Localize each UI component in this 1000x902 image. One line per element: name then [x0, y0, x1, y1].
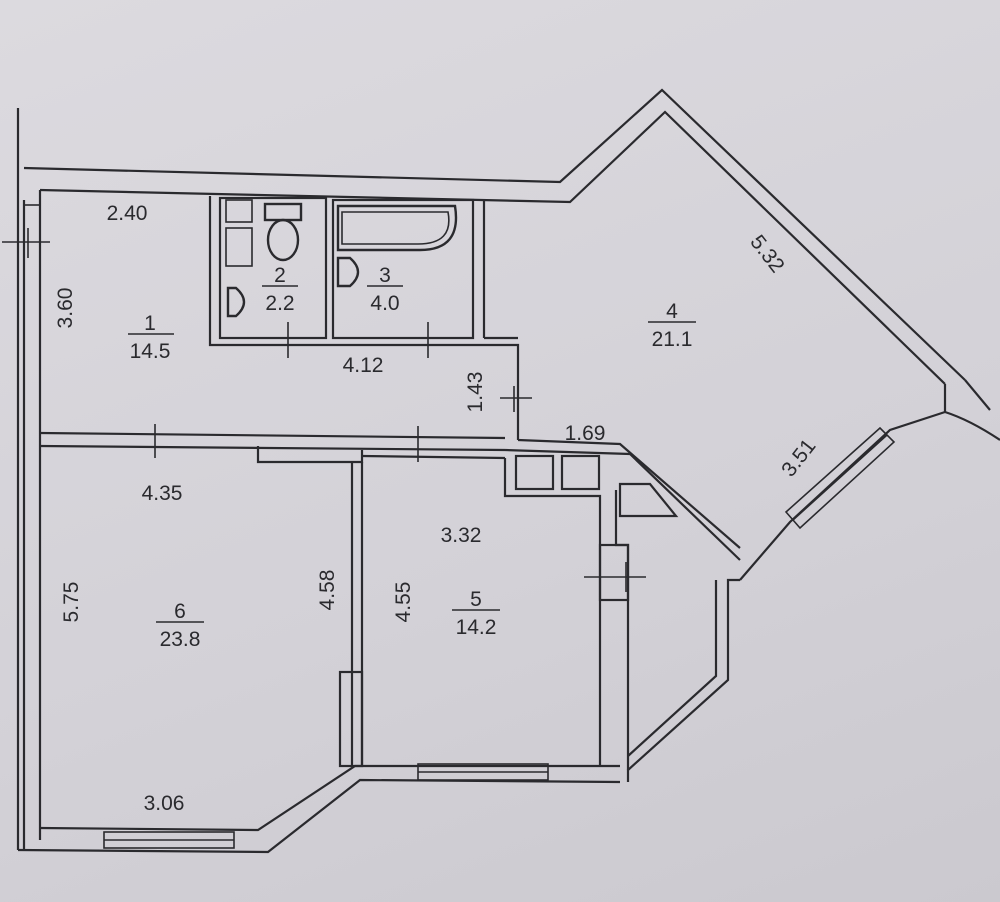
dimension-label: 1.43 — [464, 372, 487, 413]
dimension-label: 5.32 — [745, 231, 788, 277]
bathroom-fixtures — [225, 199, 458, 318]
dimension-label: 1.69 — [565, 422, 606, 445]
room-label-3: 3 4.0 — [367, 264, 403, 315]
dimension-label: 2.40 — [107, 202, 148, 225]
room-number: 5 — [470, 588, 482, 611]
dimension-label: 3.06 — [144, 792, 185, 815]
dimension-label: 4.55 — [392, 582, 415, 623]
room-area: 2.2 — [265, 292, 294, 315]
dimension-label: 5.75 — [60, 582, 83, 623]
room-label-6: 6 23.8 — [156, 600, 204, 651]
room-labels: 1 14.5 2 2.2 3 4.0 4 21.1 5 14.2 6 23.8 — [128, 264, 696, 651]
room-area: 14.5 — [130, 340, 171, 363]
dimension-label: 4.58 — [316, 570, 339, 611]
dimension-label: 4.35 — [142, 482, 183, 505]
room-label-5: 5 14.2 — [452, 588, 500, 639]
dimension-label: 4.12 — [343, 354, 384, 377]
door-marks — [2, 228, 646, 592]
interior-walls — [39, 196, 741, 770]
dimension-label: 3.60 — [54, 288, 77, 329]
washbasin-icon — [336, 256, 360, 288]
exterior-walls — [16, 88, 1000, 854]
room-number: 3 — [379, 264, 391, 287]
room-area: 14.2 — [456, 616, 497, 639]
dimension-labels: 2.40 3.60 4.12 1.43 1.69 5.32 3.51 4.35 … — [54, 202, 821, 815]
room-number: 6 — [174, 600, 186, 623]
dimension-label: 3.32 — [441, 524, 482, 547]
bathtub-icon — [336, 204, 458, 252]
sink-icon — [226, 286, 246, 318]
room-number: 1 — [144, 312, 156, 335]
room-area: 21.1 — [652, 328, 693, 351]
room-area: 4.0 — [370, 292, 399, 315]
room-label-1: 1 14.5 — [128, 312, 174, 363]
room-label-4: 4 21.1 — [648, 300, 696, 351]
room-number: 2 — [274, 264, 286, 287]
dimension-label: 3.51 — [777, 435, 820, 481]
room-label-2: 2 2.2 — [262, 264, 298, 315]
room-area: 23.8 — [160, 628, 201, 651]
room-number: 4 — [666, 300, 678, 323]
windows — [24, 204, 896, 849]
toilet-icon — [263, 202, 303, 222]
